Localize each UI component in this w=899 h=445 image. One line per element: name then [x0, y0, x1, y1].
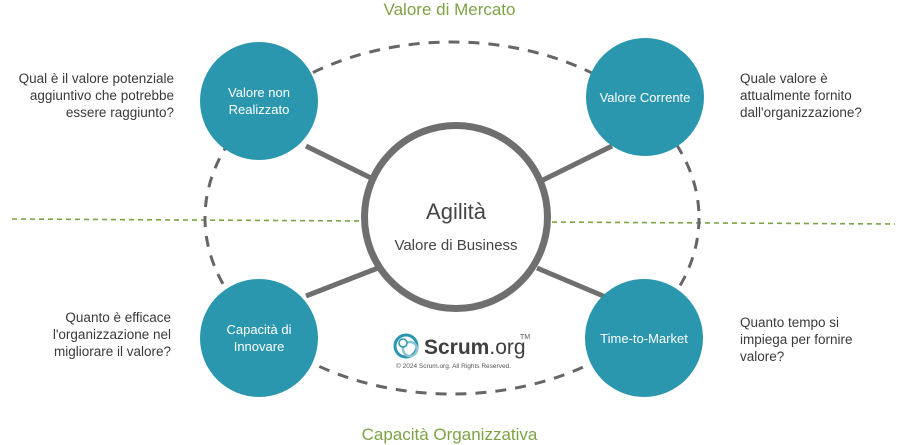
connector-top-right [541, 143, 614, 183]
connector-bottom-right [536, 265, 609, 301]
dashed-ring [203, 40, 701, 396]
node-time-to-market: Time-to-Market [585, 279, 703, 397]
node-unrealized-value: Valore non Realizzato [200, 42, 318, 160]
question-unrealized-value: Qual è il valore potenziale aggiuntivo c… [18, 71, 174, 120]
logo-copyright: © 2024 Scrum.org. All Rights Reserved. [396, 363, 511, 370]
center-title: Agilità [426, 199, 486, 224]
question-ability-to-innovate: Quanto è efficace l'organizzazione nel m… [52, 310, 171, 359]
market-value-title: Valore di Mercato [383, 0, 516, 19]
logo-trademark: TM [520, 334, 531, 341]
question-time-to-market: Quanto tempo si impiega per fornire valo… [740, 315, 853, 364]
node-current-value: Valore Corrente [586, 38, 704, 156]
connector-bottom-left [305, 265, 379, 299]
scrum-org-logo: Scrum.org TM © 2024 Scrum.org. All Right… [392, 330, 542, 376]
organizational-capability-title: Capacità Organizzativa [361, 425, 538, 444]
agility-center-circle: Agilità Valore di Business [361, 122, 551, 312]
center-subtitle: Valore di Business [394, 237, 518, 254]
question-current-value: Quale valore è attualmente fornito dall'… [740, 71, 862, 120]
logo-name: Scrum [424, 336, 490, 359]
logo-suffix: .org [489, 336, 526, 359]
node-ability-to-innovate: Capacità di Innovare [200, 279, 318, 397]
connector-top-left [304, 143, 377, 183]
scrum-logo-icon [393, 333, 419, 359]
